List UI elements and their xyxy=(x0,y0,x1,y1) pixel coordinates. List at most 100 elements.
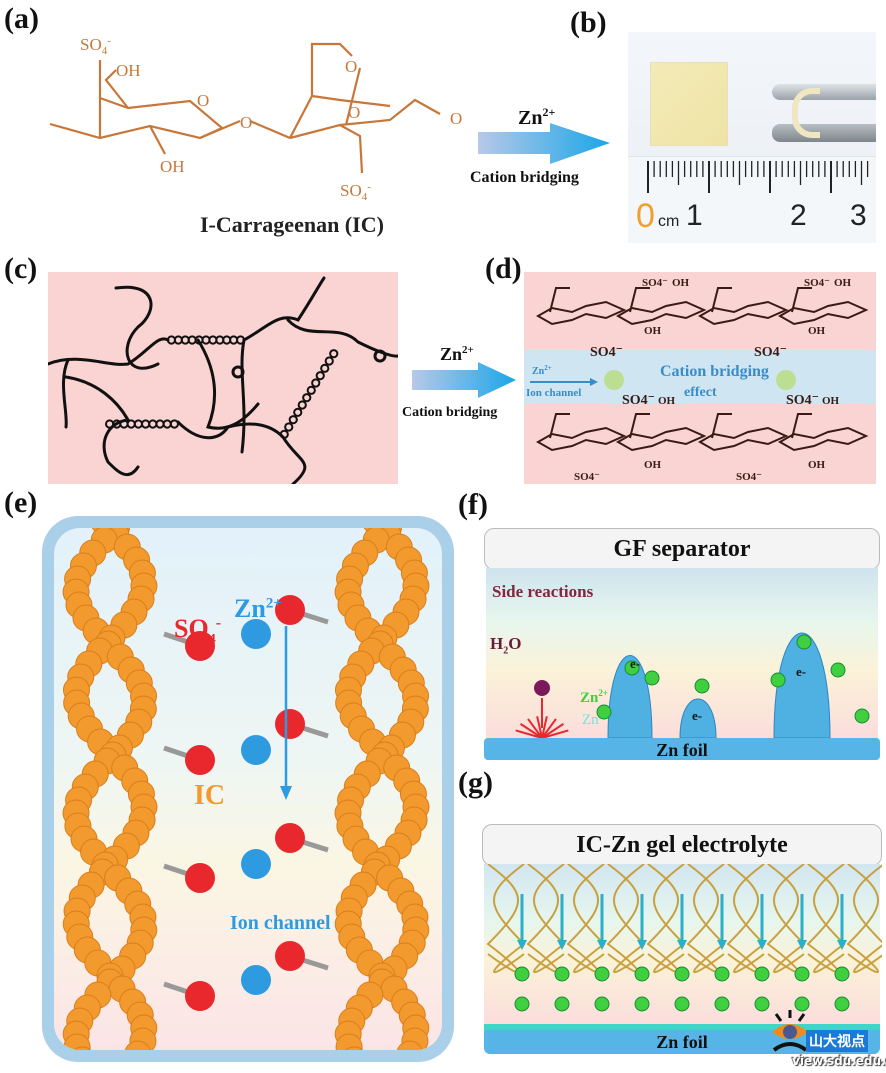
ic-structure-bonds xyxy=(49,42,441,174)
ruler-ticks xyxy=(647,161,869,193)
chain-atom-label: OH xyxy=(644,325,662,337)
ruler-zero: 0 xyxy=(636,197,655,235)
chain-atom-label: SO4⁻ xyxy=(590,345,623,360)
arrow-shape xyxy=(478,123,610,164)
zn-ion xyxy=(514,996,530,1012)
zn-cation xyxy=(241,965,271,995)
zn-ion xyxy=(554,996,570,1012)
chain-atom-label: OH xyxy=(672,277,690,289)
ic-helix-strand xyxy=(493,864,526,973)
ic-helix-strand xyxy=(733,864,766,973)
helix-coil-loop xyxy=(297,400,307,410)
zn-dendrite xyxy=(607,655,653,739)
cation-bridging-effect-label: Cation bridging xyxy=(660,363,769,380)
ruler-mark-3: 3 xyxy=(850,199,867,232)
zn-ion xyxy=(794,966,810,982)
arrow-ion-label: Zn2+ xyxy=(440,344,474,364)
zn-flux-arrowhead xyxy=(797,940,807,950)
zn-ion-1 xyxy=(604,370,624,390)
ic-bead xyxy=(345,1046,364,1050)
ic-label: IC xyxy=(194,780,226,811)
ic-helix-strand xyxy=(646,864,679,973)
side-reactions-label: Side reactions xyxy=(492,582,594,601)
ic-helix-strand xyxy=(613,864,646,973)
zn-dendrite xyxy=(773,632,831,739)
so4-anion xyxy=(185,981,215,1011)
ion-channel-illustration xyxy=(62,528,430,1050)
arrow-ion-label: Zn2+ xyxy=(518,105,555,129)
arrow-shape xyxy=(412,362,516,398)
ic-helix-strand xyxy=(766,864,799,973)
zn-ion xyxy=(834,966,850,982)
zn-ion xyxy=(594,996,610,1012)
chain-atom-label: OH xyxy=(822,395,840,407)
so4-anion xyxy=(275,709,305,739)
bridge-bond xyxy=(549,413,570,439)
helix-coils xyxy=(105,335,339,439)
so4-anion xyxy=(185,745,215,775)
svg-text:O: O xyxy=(345,57,357,76)
d-ion-channel-label: Ion channel xyxy=(526,387,581,399)
chain-atom-label: OH xyxy=(644,459,662,471)
ic-structure-atoms: SO4- OH O O O O O OH SO4- xyxy=(80,35,462,203)
zn-flux-arrowhead xyxy=(517,940,527,950)
zn-ion xyxy=(554,966,570,982)
helix-coil-loop xyxy=(279,429,289,439)
panel-label-c: (c) xyxy=(4,252,38,285)
zn-flux-arrowhead xyxy=(837,940,847,950)
zn-flux-arrowhead xyxy=(717,940,727,950)
ic-helix-strand xyxy=(813,864,846,973)
zn2-label: Zn2+ xyxy=(580,688,608,706)
ic-helix-strand xyxy=(806,864,839,973)
zn-ion xyxy=(514,966,530,982)
zn-ion xyxy=(634,966,650,982)
chain-atom-label: SO4⁻ xyxy=(786,393,819,408)
zn-cation xyxy=(241,735,271,765)
zn-ion xyxy=(714,966,730,982)
g-zn-layer xyxy=(484,1024,880,1030)
zn-ion xyxy=(694,678,710,694)
bridge-bond xyxy=(549,287,570,313)
svg-text:O: O xyxy=(240,113,252,132)
svg-text:O: O xyxy=(450,109,462,128)
zn-ion xyxy=(754,996,770,1012)
sugar-ring xyxy=(697,426,789,452)
zn-flux-arrowhead xyxy=(597,940,607,950)
arrow-caption: Cation bridging xyxy=(470,169,579,186)
helix-coil-loop xyxy=(315,371,325,381)
side-reaction-burst xyxy=(520,723,543,739)
arrow-caption: Cation bridging xyxy=(402,405,497,420)
ic-bead xyxy=(73,1046,92,1050)
zn-ion-2 xyxy=(776,370,796,390)
zn-flux-arrowhead xyxy=(557,940,567,950)
helix-coil-loop xyxy=(311,378,321,388)
bridge-bond xyxy=(791,413,812,439)
zn-ion xyxy=(796,634,812,650)
svg-text:O: O xyxy=(348,103,360,122)
chain-atom-label: OH xyxy=(658,395,676,407)
sugar-ring xyxy=(697,300,789,326)
sugar-ring xyxy=(777,300,869,326)
ic-helix-strand xyxy=(566,864,599,973)
side-reaction-burst xyxy=(541,723,564,739)
bridge-bond xyxy=(629,413,650,439)
zn-cation xyxy=(241,849,271,879)
chain-atom-label: SO4⁻ xyxy=(804,277,830,289)
chain-atom-label: OH xyxy=(808,459,826,471)
ic-bead xyxy=(124,1040,151,1050)
zn-flux-arrowhead xyxy=(757,940,767,950)
gel-square xyxy=(650,62,728,146)
electron-label: e- xyxy=(796,664,806,679)
ruler-mark-1: 1 xyxy=(686,199,703,232)
electron-label: e- xyxy=(692,708,702,723)
panel-label-e: (e) xyxy=(4,486,38,519)
zn-ion xyxy=(594,966,610,982)
sugar-ring xyxy=(535,426,627,452)
panel-label-b: (b) xyxy=(570,6,607,39)
network-background xyxy=(48,272,398,484)
sugar-ring xyxy=(615,300,707,326)
ic-helix-strand xyxy=(606,864,639,973)
ic-helix-strand xyxy=(853,864,882,973)
ruler-mark-2: 2 xyxy=(790,199,807,232)
h2o-label: H2O xyxy=(490,634,522,657)
